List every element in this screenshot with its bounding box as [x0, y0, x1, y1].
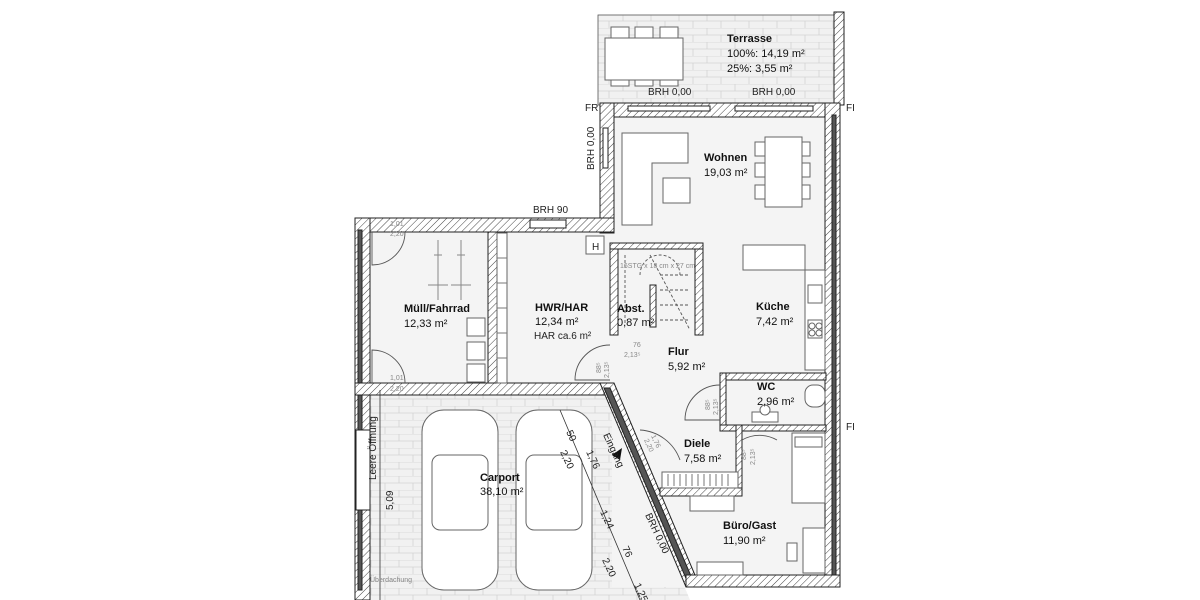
room-note-hwr: HAR ca.6 m² — [534, 331, 592, 342]
label-heater: H — [592, 242, 599, 253]
room-name-abst: Abst. — [617, 303, 645, 315]
wall — [719, 372, 827, 381]
label-brh-90: BRH 90 — [533, 205, 568, 216]
door-width: 1,01 — [390, 375, 404, 382]
door-width: 76 — [633, 342, 641, 349]
room-area-wohnen: 19,03 m² — [704, 167, 748, 179]
label-brh: BRH 0,00 — [752, 87, 796, 98]
label-brh: BRH 0,00 — [586, 126, 597, 170]
desk — [786, 527, 826, 574]
label-fi: FI — [846, 422, 855, 433]
dimension-label: 76 — [619, 545, 634, 560]
shelves — [496, 232, 508, 384]
dining-table — [754, 136, 811, 208]
room-name-wohnen: Wohnen — [704, 152, 747, 164]
wall — [833, 11, 845, 106]
room-area-abst: 0,87 m² — [617, 317, 655, 329]
door-height: 2,20 — [390, 386, 404, 393]
wall — [719, 372, 727, 429]
waste-bins — [466, 317, 486, 383]
label-brh: BRH 0,00 — [648, 87, 692, 98]
room-name-buero: Büro/Gast — [723, 520, 777, 532]
sofa — [621, 132, 691, 226]
bicycles — [428, 240, 471, 300]
window-brh90 — [529, 219, 567, 229]
open-side-opening — [355, 429, 371, 511]
kitchen-counter — [742, 244, 826, 371]
room-name-diele: Diele — [684, 438, 710, 450]
heater-box — [585, 235, 605, 255]
staircase — [624, 254, 691, 331]
room-area-carport: 38,10 m² — [480, 486, 524, 498]
room-area-buero: 11,90 m² — [723, 535, 766, 547]
room-name-flur: Flur — [668, 346, 689, 358]
door-height: 2,20 — [390, 231, 404, 238]
label-open-side: Leere Öffnung — [367, 416, 379, 480]
door-arcs — [371, 231, 778, 461]
label-fi: FI — [846, 103, 855, 114]
room-name-kueche: Küche — [756, 301, 790, 313]
room-name-hwr: HWR/HAR — [535, 302, 588, 314]
room-area-kueche: 7,42 m² — [756, 316, 794, 328]
room-area-diele: 7,58 m² — [684, 453, 722, 465]
label-fr: FR — [585, 103, 598, 114]
wall — [487, 231, 498, 385]
car-2 — [515, 409, 593, 591]
room-area-flur: 5,92 m² — [668, 361, 706, 373]
dimension-line — [559, 409, 641, 600]
wc-fixtures — [751, 384, 826, 423]
entrance-arrow-icon — [612, 448, 622, 460]
room-name-terrasse: Terrasse — [727, 33, 772, 45]
label-stair: 16STG x 18 cm x 27 cm — [620, 263, 695, 270]
door-width: 88⁵ — [741, 449, 748, 460]
wall — [719, 424, 827, 432]
door-height: 2,13⁵ — [750, 448, 757, 465]
car-1 — [421, 409, 499, 591]
room-area-muell: 12,33 m² — [404, 318, 448, 330]
room-name-carport: Carport — [480, 472, 520, 484]
bed — [791, 432, 826, 504]
dimension-carport-depth: 5,09 — [385, 490, 396, 510]
room-area-terrasse-25: 25%: 3,55 m² — [727, 63, 793, 75]
wall — [659, 487, 743, 497]
room-name-wc: WC — [757, 381, 775, 393]
room-area-hwr: 12,34 m² — [535, 316, 579, 328]
wall — [609, 242, 704, 250]
wall — [685, 574, 841, 588]
door-height: 2,13⁵ — [624, 352, 641, 359]
wardrobe — [661, 471, 744, 576]
label-roofing: Überdachung — [370, 576, 412, 584]
door-height: 2,13⁵ — [604, 361, 611, 378]
door-height: 2,13⁵ — [713, 398, 720, 415]
door-width: 1,01 — [390, 221, 404, 228]
dimension-label: 50 — [563, 429, 578, 444]
room-area-terrasse: 100%: 14,19 m² — [727, 48, 805, 60]
room-area-wc: 2,96 m² — [757, 396, 795, 408]
room-name-muell: Müll/Fahrrad — [404, 303, 470, 315]
door-width: 88⁵ — [705, 399, 712, 410]
wall — [694, 244, 704, 336]
door-width: 88⁵ — [596, 362, 603, 373]
terrace-table — [604, 26, 684, 87]
